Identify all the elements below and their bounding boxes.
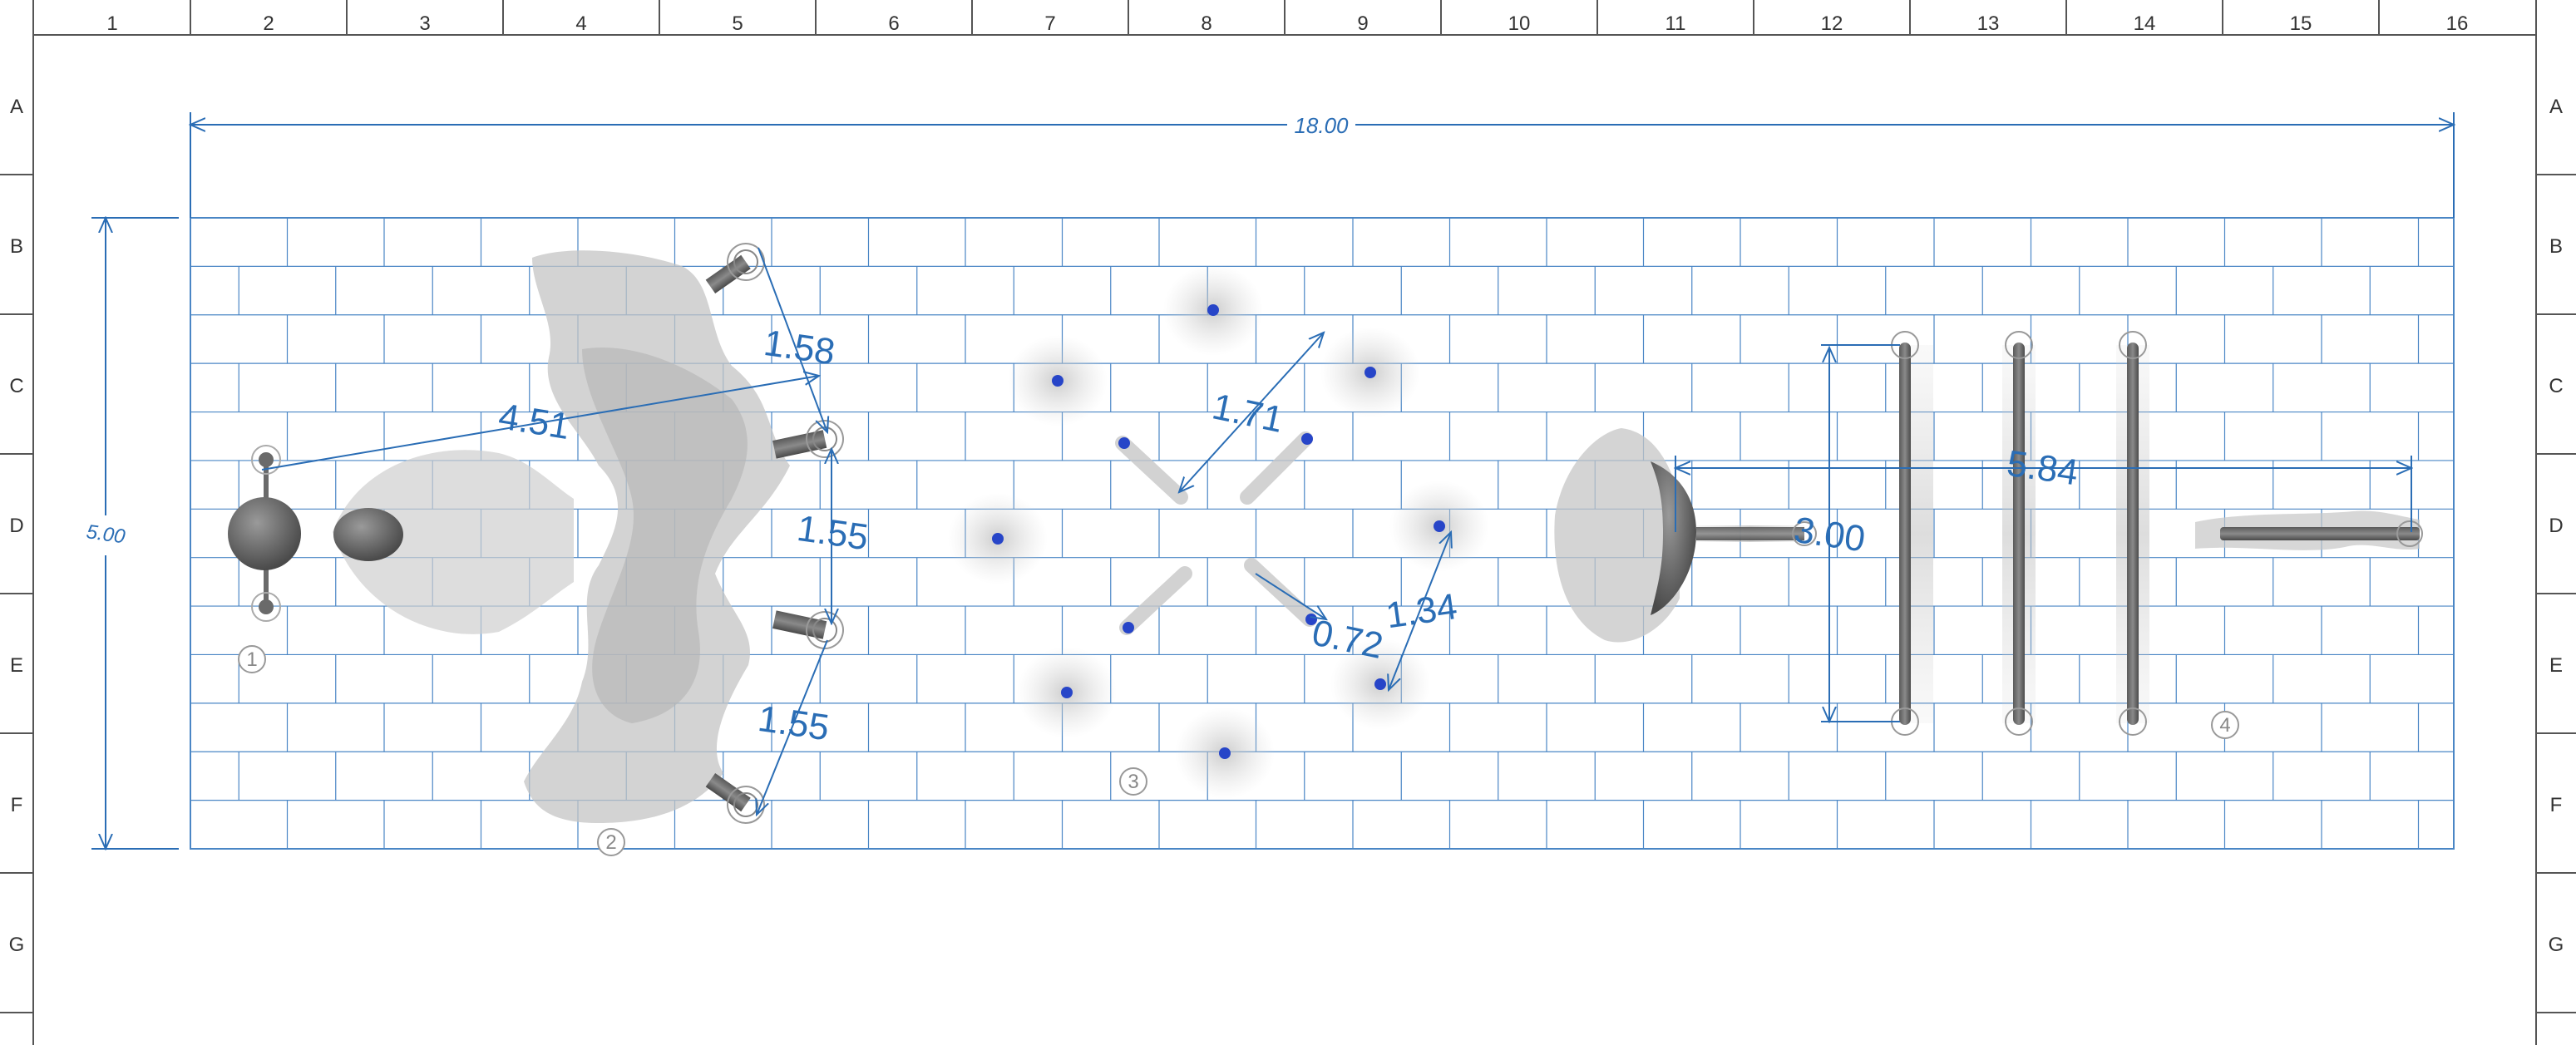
row-dividers xyxy=(0,174,2576,1013)
group-marker-4: 4 xyxy=(2211,711,2239,739)
column-label: 1 xyxy=(106,12,117,35)
dimension-line-1-34 xyxy=(1389,532,1451,690)
row-label: D xyxy=(9,515,23,537)
column-label: 10 xyxy=(1508,12,1531,35)
column-label: 16 xyxy=(2446,12,2469,35)
light-wash-layer xyxy=(333,250,2420,823)
dimension-line-1-71 xyxy=(1179,333,1324,492)
rigging-point-icon xyxy=(251,592,281,622)
light-point-icon xyxy=(1374,678,1386,690)
column-label: 7 xyxy=(1044,12,1055,35)
column-label: 3 xyxy=(419,12,430,35)
column-label: 2 xyxy=(263,12,274,35)
svg-text:2: 2 xyxy=(605,831,616,854)
dimension-label-1-58: 1.58 xyxy=(762,323,838,372)
light-bar-icon xyxy=(2119,331,2147,736)
row-label: E xyxy=(10,654,23,677)
spotlight-icon xyxy=(705,243,765,294)
dimension-line-1-55-bottom xyxy=(757,639,828,815)
row-label: C xyxy=(9,375,23,397)
light-point-icon xyxy=(1061,687,1073,698)
column-label: 14 xyxy=(2134,12,2156,35)
row-label: D xyxy=(2549,515,2563,537)
light-point-icon xyxy=(1301,433,1313,445)
light-point-icon xyxy=(1123,622,1134,633)
light-point-icon xyxy=(1364,367,1376,378)
svg-text:1: 1 xyxy=(246,648,257,671)
dimension-label-1-34: 1.34 xyxy=(1384,586,1460,636)
row-label: A xyxy=(2549,96,2563,118)
lamp-arm xyxy=(1696,527,1804,540)
row-label: F xyxy=(2550,794,2563,816)
dimension-line-1-58 xyxy=(758,247,827,432)
row-label: G xyxy=(2549,934,2564,956)
dimension-label-3-00: 3.00 xyxy=(1792,510,1868,559)
light-point-icon xyxy=(992,533,1004,545)
dimension-label-1-71: 1.71 xyxy=(1209,386,1287,441)
column-label: 6 xyxy=(888,12,899,35)
dimension-label-0-72: 0.72 xyxy=(1309,612,1387,667)
group-markers: 1 2 3 4 xyxy=(238,645,2239,856)
row-label: E xyxy=(2549,654,2563,677)
equipment-group-1 xyxy=(228,445,403,622)
row-label: G xyxy=(9,934,25,956)
equipment-group-2 xyxy=(705,243,844,824)
dimension-label-height: 5.00 xyxy=(85,520,127,548)
mirror-ball-icon xyxy=(228,497,301,570)
column-labels: 1 2 3 4 5 6 7 8 9 10 11 12 13 14 15 16 xyxy=(106,12,2468,35)
lamp-post-icon xyxy=(1651,461,1696,615)
column-label: 8 xyxy=(1201,12,1212,35)
diagonal-beams xyxy=(1115,431,1317,635)
column-label: 12 xyxy=(1821,12,1843,35)
dimension-label-5-84: 5.84 xyxy=(2005,443,2081,493)
group-marker-3: 3 xyxy=(1119,767,1147,796)
light-bar-icon xyxy=(2220,520,2423,547)
light-point-icon xyxy=(1118,437,1130,449)
dimension-label-width: 18.00 xyxy=(1294,113,1349,138)
light-bar-icon xyxy=(2005,331,2033,736)
svg-text:3: 3 xyxy=(1128,771,1138,793)
group-marker-1: 1 xyxy=(238,645,266,673)
spotlight-icon xyxy=(772,610,844,649)
dimension-label-1-55-bottom: 1.55 xyxy=(756,698,832,748)
row-label: B xyxy=(2549,235,2563,258)
row-label: F xyxy=(11,794,23,816)
column-label: 5 xyxy=(732,12,743,35)
column-label: 9 xyxy=(1357,12,1368,35)
light-point-icon xyxy=(1207,304,1219,316)
light-fixture-icon xyxy=(333,508,403,561)
svg-text:4: 4 xyxy=(2219,714,2230,737)
light-point-icon xyxy=(1434,520,1445,532)
row-labels-left: A B C D E F G xyxy=(9,96,25,956)
row-labels-right: A B C D E F G xyxy=(2549,96,2564,956)
column-label: 13 xyxy=(1977,12,2000,35)
rigging-point-icon xyxy=(1792,521,1817,546)
light-point-icon xyxy=(1052,375,1063,387)
rigging-node-icon xyxy=(259,599,274,614)
column-label: 4 xyxy=(575,12,586,35)
row-label: A xyxy=(10,96,23,118)
column-dividers xyxy=(190,0,2380,35)
dimension-label-1-55-top: 1.55 xyxy=(795,508,871,558)
row-label: B xyxy=(10,235,23,258)
rigging-node-icon xyxy=(259,452,274,467)
rigging-point-icon xyxy=(251,445,281,475)
light-point-icon xyxy=(1219,747,1231,759)
column-label: 15 xyxy=(2290,12,2312,35)
column-label: 11 xyxy=(1666,12,1686,35)
group-marker-2: 2 xyxy=(597,828,625,856)
equipment-group-4 xyxy=(1651,331,2423,736)
dimension-line-0-72 xyxy=(1255,573,1326,619)
row-label: C xyxy=(2549,375,2563,397)
dimension-line-4-51 xyxy=(261,376,819,471)
